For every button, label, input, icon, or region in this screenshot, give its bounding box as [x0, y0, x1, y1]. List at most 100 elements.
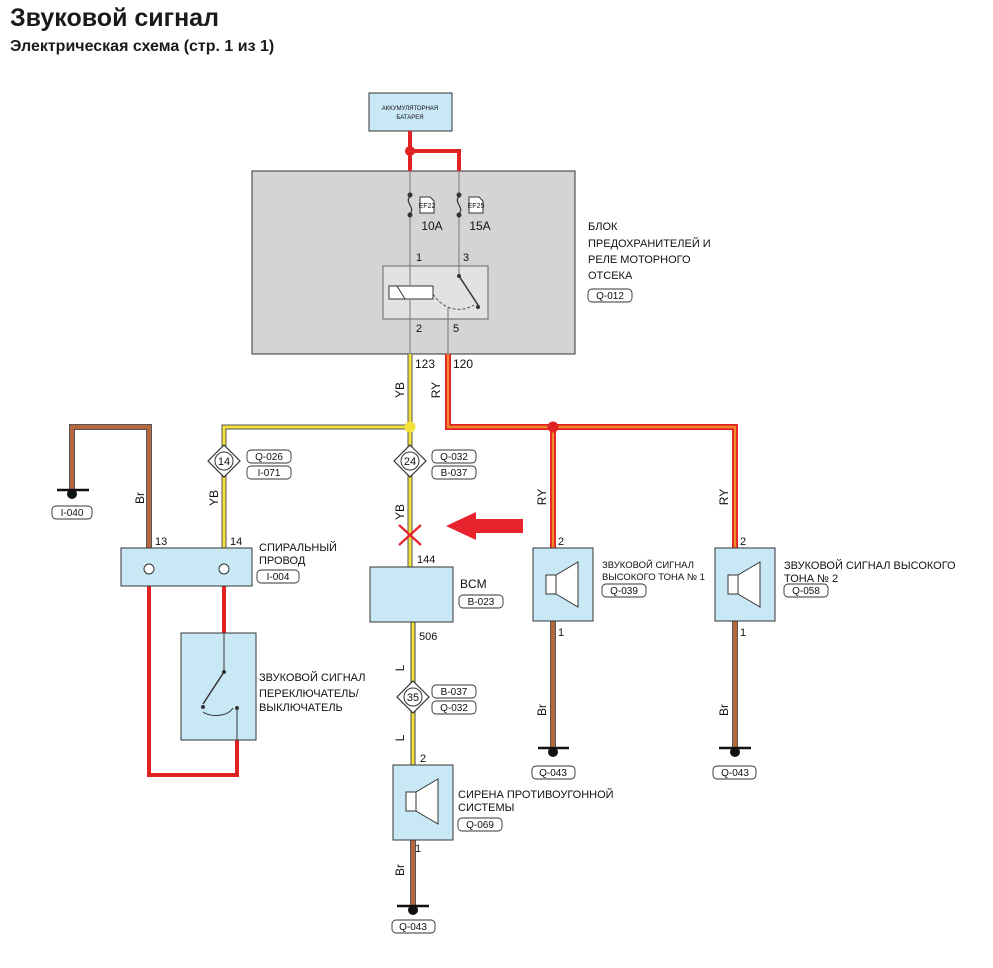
horn-high-1-speaker-icon [545, 561, 579, 608]
fuse-box-label-2: ПРЕДОХРАНИТЕЛЕЙ И [588, 237, 711, 250]
pointer-arrow-icon [446, 512, 523, 540]
relay-coil [388, 285, 434, 300]
label-br-2: Br [535, 704, 549, 716]
label-ry-3: RY [717, 489, 731, 505]
horn-high-1-label-1: ЗВУКОВОЙ СИГНАЛ [602, 559, 694, 571]
siren-connector: Q-069 [466, 820, 494, 831]
label-ry-2: RY [535, 489, 549, 505]
horn-switch-contact [201, 633, 239, 740]
page-subtitle: Электрическая схема (стр. 1 из 1) [10, 38, 275, 55]
bcm-connector: B-023 [468, 597, 495, 608]
horn-high-1-pin-1: 1 [558, 627, 564, 639]
label-yb-2: YB [207, 490, 221, 506]
horn-high-1-label-2: ВЫСОКОГО ТОНА № 1 [602, 572, 705, 583]
joint-35-num: 35 [407, 692, 419, 704]
ry-splice [547, 421, 559, 433]
horn-high-2-pin-2: 2 [740, 536, 746, 548]
fuse-ef25 [456, 192, 484, 218]
clock-spring-label-1: СПИРАЛЬНЫЙ [259, 541, 337, 554]
joint-14 [207, 444, 241, 478]
relay-contact [458, 275, 479, 306]
battery-splice [405, 146, 415, 156]
siren-pin-1: 1 [415, 843, 421, 855]
relay-pin-5: 5 [453, 323, 459, 335]
siren-label-1: СИРЕНА ПРОТИВОУГОННОЙ [458, 788, 614, 801]
fuse-relay-box [251, 170, 576, 355]
horn-switch-label-2: ПЕРЕКЛЮЧАТЕЛЬ/ [259, 688, 360, 700]
fuse-ef22 [407, 192, 435, 218]
ground-icon [719, 746, 751, 757]
horn-high-1-pin-2: 2 [558, 536, 564, 548]
relay-pin-3: 3 [463, 252, 469, 264]
siren-label-2: СИСТЕМЫ [458, 802, 514, 814]
label-yb-1: YB [393, 382, 407, 398]
clock-spring-terminals [143, 563, 230, 575]
label-l-2: L [393, 734, 407, 741]
page-title: Звуковой сигнал [10, 4, 219, 32]
label-br-1: Br [133, 492, 147, 504]
break-mark-x [398, 524, 422, 546]
fuse-box-connector: Q-012 [596, 291, 624, 302]
horn-high-2-label-2: ТОНА № 2 [784, 573, 838, 585]
out-pin-123: 123 [415, 357, 435, 371]
fuse-ef25-rating: 15A [469, 219, 490, 233]
wire-br [69, 424, 738, 906]
horn-high-2-pin-1: 1 [740, 627, 746, 639]
label-br-3: Br [717, 704, 731, 716]
bcm-module [369, 566, 454, 623]
battery-label-1: АККУМУЛЯТОРНАЯ [382, 106, 438, 112]
joint-35-conn2: Q-032 [440, 703, 468, 714]
fuse-box-label-4: ОТСЕКА [588, 270, 633, 282]
relay-coil-mark [396, 285, 406, 300]
joint-14-conn1: Q-026 [255, 452, 283, 463]
joint-24-num: 24 [404, 456, 416, 468]
horn-switch [180, 632, 257, 741]
relay-pin-1: 1 [416, 252, 422, 264]
bcm-pin-506: 506 [419, 631, 437, 643]
horn-switch-label-1: ЗВУКОВОЙ СИГНАЛ [259, 671, 365, 684]
fuse-box-label-1: БЛОК [588, 221, 618, 233]
wire-ry [445, 354, 738, 548]
ground-icon [397, 904, 429, 915]
joint-14-conn2: I-071 [258, 468, 281, 479]
siren-speaker-icon [405, 778, 439, 825]
horn-switch-wire [147, 586, 239, 777]
bcm-label: BCM [460, 577, 487, 591]
ground-q-043-b: Q-043 [721, 768, 749, 779]
battery-box [368, 92, 453, 132]
joint-14-num: 14 [218, 456, 230, 468]
ground-icon [57, 488, 89, 499]
joint-24 [393, 444, 427, 478]
ground-icon [538, 746, 569, 757]
ground-i-040: I-040 [61, 508, 84, 519]
out-pin-120: 120 [453, 357, 473, 371]
horn-high-2-label-1: ЗВУКОВОЙ СИГНАЛ ВЫСОКОГО [784, 559, 956, 572]
bcm-pin-144: 144 [417, 554, 435, 566]
label-br-4: Br [393, 864, 407, 876]
joint-24-conn2: B-037 [441, 468, 468, 479]
label-ry-1: RY [429, 382, 443, 398]
battery-feed-wire [408, 131, 461, 171]
internal-wiring [409, 171, 460, 354]
fuse-box-label-3: РЕЛЕ МОТОРНОГО [588, 254, 691, 266]
horn-high-1-connector: Q-039 [610, 586, 638, 597]
relay-pin-2: 2 [416, 323, 422, 335]
clock-spring-label-2: ПРОВОД [259, 555, 306, 567]
clock-spring-connector: I-004 [267, 572, 290, 583]
yb-splice [404, 421, 416, 433]
label-yb-3: YB [393, 504, 407, 520]
joint-24-conn1: Q-032 [440, 452, 468, 463]
ground-q-043-a: Q-043 [539, 768, 567, 779]
clock-spring [120, 547, 253, 587]
joint-35 [396, 680, 430, 714]
fuse-ef22-rating: 10A [421, 219, 442, 233]
horn-high-2-connector: Q-058 [792, 586, 820, 597]
siren-pin-2: 2 [420, 753, 426, 765]
fuse-ef25-name: EF25 [468, 203, 485, 210]
joint-35-conn1: B-037 [441, 687, 468, 698]
horn-high-2-speaker-icon [727, 561, 761, 608]
clock-spring-pin-14: 14 [230, 536, 242, 548]
label-l-1: L [393, 664, 407, 671]
battery-label-2: БАТАРЕЯ [396, 115, 423, 121]
